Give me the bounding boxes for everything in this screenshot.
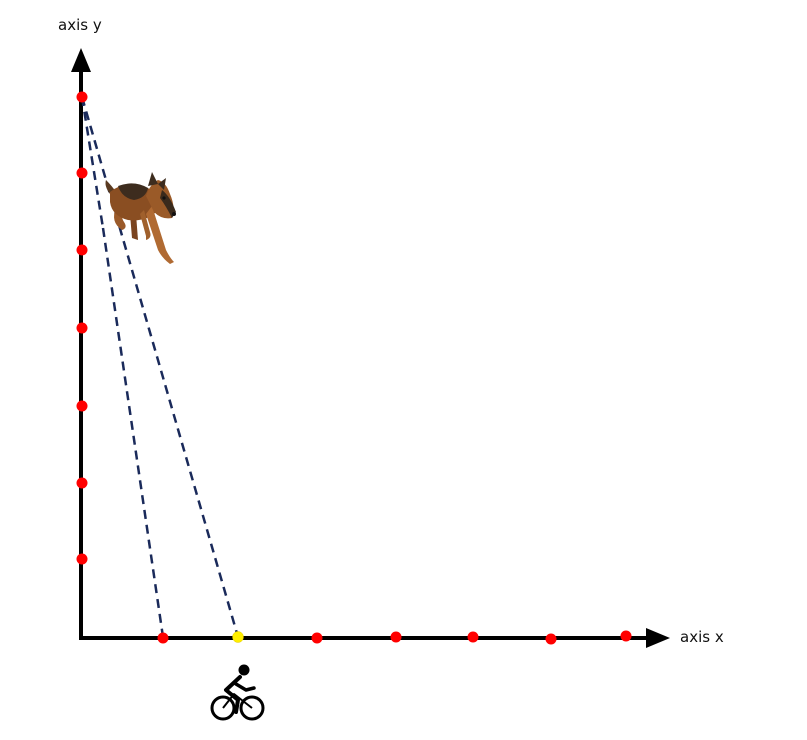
dog-image	[105, 172, 176, 264]
y-marker	[76, 400, 88, 412]
y-marker	[76, 167, 88, 179]
x-marker-highlighted	[232, 631, 244, 643]
x-axis-markers	[157, 630, 632, 645]
x-axis-label: axis x	[680, 628, 724, 646]
y-marker	[76, 477, 88, 489]
y-axis-label: axis y	[58, 16, 102, 34]
x-marker	[157, 632, 169, 644]
axes	[71, 48, 670, 648]
pursuit-line-to-cyclist	[80, 96, 240, 638]
y-marker	[76, 322, 88, 334]
y-marker	[76, 91, 88, 103]
cyclist-icon	[210, 664, 265, 721]
x-marker	[311, 632, 323, 644]
x-marker	[620, 630, 632, 642]
y-marker	[76, 244, 88, 256]
x-marker	[390, 631, 402, 643]
x-axis-arrow-icon	[646, 628, 670, 648]
x-marker	[467, 631, 479, 643]
pursuit-paths	[80, 96, 240, 638]
x-marker	[545, 633, 557, 645]
y-axis-markers	[76, 91, 88, 565]
pursuit-line-to-first-marker	[101, 227, 165, 638]
pursuit-line-start	[80, 96, 105, 229]
y-axis-arrow-icon	[71, 48, 91, 72]
y-marker	[76, 553, 88, 565]
